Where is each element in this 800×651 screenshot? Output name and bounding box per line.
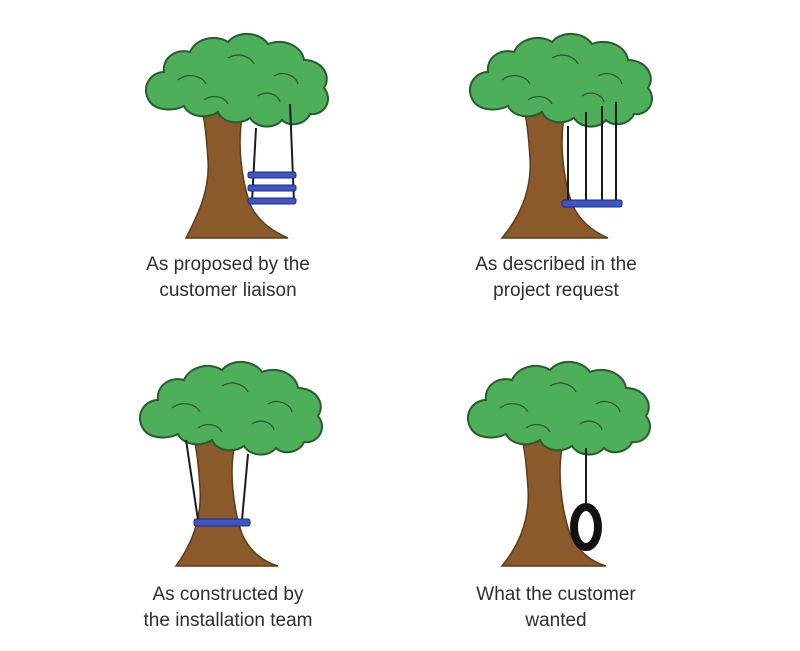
swing-around-trunk	[185, 439, 251, 527]
caption-line: wanted	[525, 610, 587, 631]
caption-line: the installation team	[143, 610, 313, 631]
swing-seat	[561, 199, 623, 208]
caption-line: As proposed by the	[146, 254, 310, 275]
caption: What the customer wanted	[406, 582, 706, 634]
tire-swing	[570, 448, 602, 551]
caption-line: As constructed by	[152, 584, 304, 605]
triple-seat-swing	[247, 103, 297, 205]
swing-seat	[247, 197, 297, 205]
tire	[570, 503, 602, 551]
tree-foliage	[467, 361, 651, 456]
caption-line: What the customer	[476, 584, 636, 605]
tree-foliage	[145, 33, 329, 128]
tree-illustration	[467, 361, 651, 567]
caption: As described in the project request	[406, 252, 706, 304]
swing-seat	[193, 518, 251, 527]
four-rope-swing	[561, 102, 623, 208]
swing-seat	[247, 184, 297, 192]
caption: As constructed by the installation team	[78, 582, 378, 634]
caption-line: customer liaison	[159, 280, 297, 301]
caption: As proposed by the customer liaison	[78, 252, 378, 304]
caption-line: project request	[493, 280, 619, 301]
tree-foliage	[469, 33, 653, 128]
tree-illustration	[139, 361, 323, 567]
tree-illustration	[145, 33, 329, 239]
tree-illustration	[469, 33, 653, 239]
tree-foliage	[139, 361, 323, 456]
caption-line: As described in the	[475, 254, 637, 275]
swing-seat	[247, 171, 297, 179]
